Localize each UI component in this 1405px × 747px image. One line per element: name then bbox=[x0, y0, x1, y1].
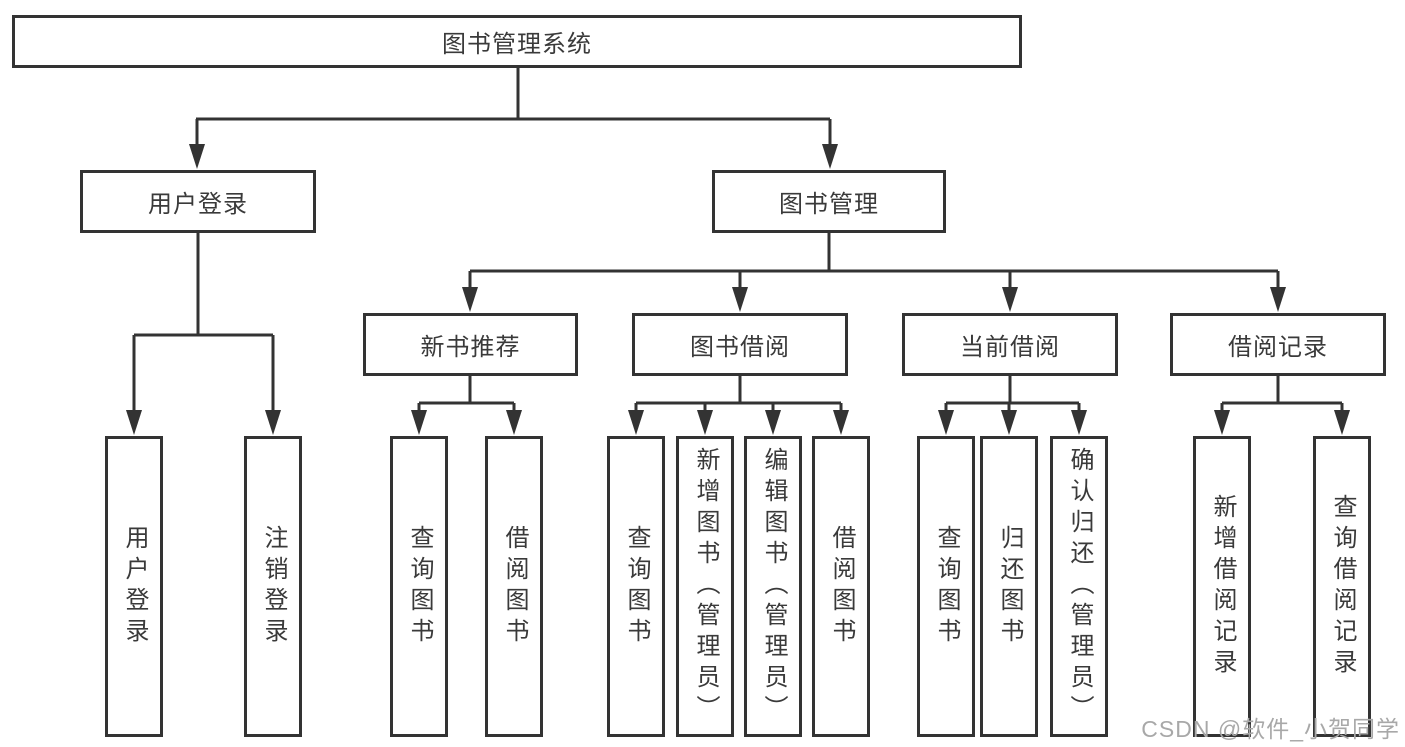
arrowhead bbox=[506, 410, 522, 435]
leaf-logout: 注销登录 bbox=[244, 436, 302, 737]
arrowhead bbox=[462, 287, 478, 312]
leaf-return-books: 归还图书 bbox=[980, 436, 1038, 737]
node-user-login-label: 用户登录 bbox=[148, 191, 248, 218]
edge-book-borrowing bbox=[634, 376, 843, 416]
leaf-add-borrow-record: 新增借阅记录 bbox=[1193, 436, 1251, 737]
node-new-book-recommendation-label: 新书推荐 bbox=[420, 334, 521, 361]
leaf-query-books-current-label: 查询图书 bbox=[933, 524, 960, 649]
edge-borrowing-records bbox=[1220, 376, 1344, 416]
leaf-borrow-books-recommend-label: 借阅图书 bbox=[501, 524, 528, 649]
edge-current-borrowing bbox=[944, 376, 1081, 416]
arrowhead bbox=[1214, 410, 1230, 435]
arrowhead bbox=[938, 410, 954, 435]
arrowhead bbox=[189, 144, 205, 169]
leaf-user-login-label: 用户登录 bbox=[121, 524, 148, 649]
edge-root bbox=[195, 68, 832, 150]
arrowhead bbox=[126, 410, 142, 435]
leaf-logout-label: 注销登录 bbox=[260, 524, 287, 649]
arrowhead bbox=[628, 410, 644, 435]
leaf-edit-books-admin-label: 编辑图书（管理员） bbox=[760, 447, 787, 726]
node-book-borrowing-label: 图书借阅 bbox=[690, 334, 790, 361]
arrowhead bbox=[1071, 410, 1087, 435]
arrowhead bbox=[1270, 287, 1286, 312]
node-borrowing-records: 借阅记录 bbox=[1170, 313, 1386, 376]
leaf-borrow-books: 借阅图书 bbox=[812, 436, 870, 737]
node-current-borrowing: 当前借阅 bbox=[902, 313, 1118, 376]
leaf-query-borrow-record: 查询借阅记录 bbox=[1313, 436, 1371, 737]
watermark: CSDN @软件_小贺同学 bbox=[1141, 716, 1400, 742]
arrowhead bbox=[1001, 410, 1017, 435]
leaf-query-books-recommend-label: 查询图书 bbox=[406, 524, 433, 649]
arrowhead bbox=[697, 410, 713, 435]
edge-new-book-recommendation bbox=[417, 376, 516, 416]
arrowhead bbox=[1002, 287, 1018, 312]
node-user-login: 用户登录 bbox=[80, 170, 316, 233]
node-book-management: 图书管理 bbox=[712, 170, 946, 233]
leaf-confirm-return-admin-label: 确认归还（管理员） bbox=[1066, 447, 1093, 726]
arrowhead bbox=[732, 287, 748, 312]
leaf-query-books-current: 查询图书 bbox=[917, 436, 975, 737]
leaf-query-borrow-record-label: 查询借阅记录 bbox=[1329, 493, 1356, 680]
leaf-add-books-admin: 新增图书（管理员） bbox=[676, 436, 734, 737]
leaf-query-books-recommend: 查询图书 bbox=[390, 436, 448, 737]
leaf-return-books-label: 归还图书 bbox=[996, 524, 1023, 649]
node-book-management-label: 图书管理 bbox=[779, 191, 879, 218]
arrowhead bbox=[411, 410, 427, 435]
node-new-book-recommendation: 新书推荐 bbox=[363, 313, 578, 376]
node-book-borrowing: 图书借阅 bbox=[632, 313, 848, 376]
leaf-user-login: 用户登录 bbox=[105, 436, 163, 737]
arrowhead bbox=[1334, 410, 1350, 435]
node-root: 图书管理系统 bbox=[12, 15, 1022, 68]
arrowhead bbox=[765, 410, 781, 435]
node-current-borrowing-label: 当前借阅 bbox=[960, 334, 1060, 361]
leaf-query-books-borrowing: 查询图书 bbox=[607, 436, 665, 737]
node-root-label: 图书管理系统 bbox=[442, 31, 592, 58]
leaf-confirm-return-admin: 确认归还（管理员） bbox=[1050, 436, 1108, 737]
arrowhead bbox=[822, 144, 838, 169]
arrowhead bbox=[833, 410, 849, 435]
leaf-add-borrow-record-label: 新增借阅记录 bbox=[1209, 493, 1236, 680]
edge-book-management bbox=[468, 233, 1280, 293]
leaf-query-books-borrowing-label: 查询图书 bbox=[623, 524, 650, 649]
leaf-borrow-books-recommend: 借阅图书 bbox=[485, 436, 543, 737]
leaf-add-books-admin-label: 新增图书（管理员） bbox=[692, 447, 719, 726]
edge-user-login bbox=[132, 233, 275, 416]
arrowhead bbox=[265, 410, 281, 435]
leaf-edit-books-admin: 编辑图书（管理员） bbox=[744, 436, 802, 737]
node-borrowing-records-label: 借阅记录 bbox=[1228, 334, 1328, 361]
leaf-borrow-books-label: 借阅图书 bbox=[828, 524, 855, 649]
